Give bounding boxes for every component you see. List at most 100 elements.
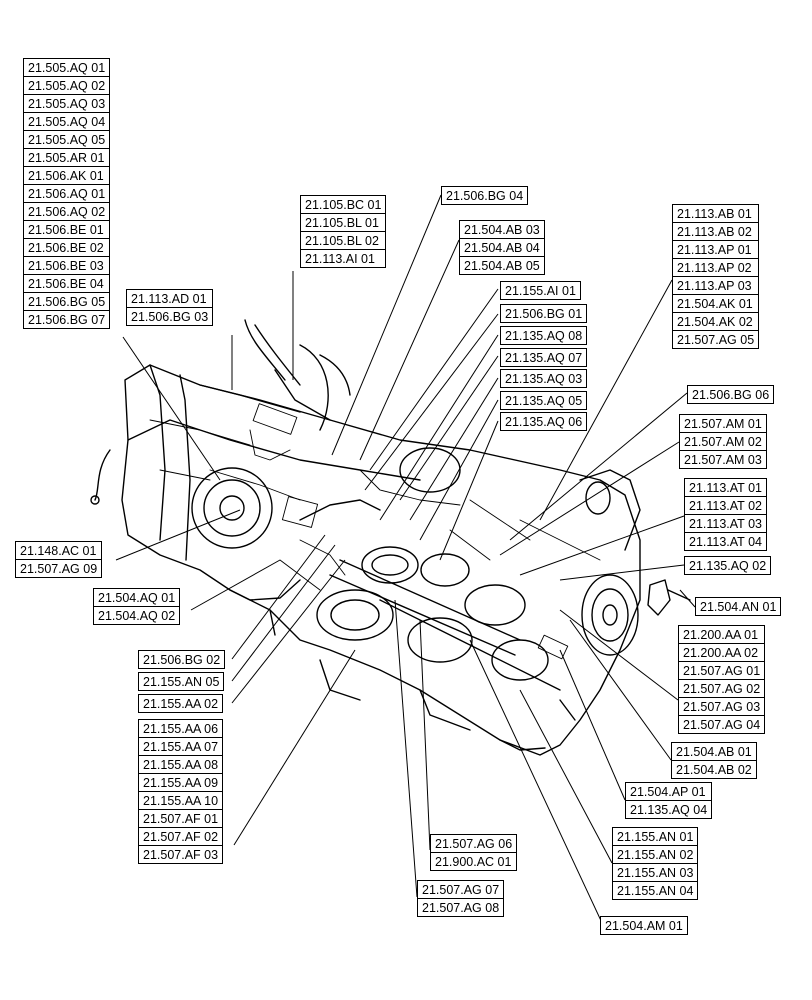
part-number-label: 21.506.AK 01 bbox=[23, 166, 111, 185]
part-number-label: 21.507.AG 06 bbox=[430, 834, 518, 853]
part-number-label: 21.504.AB 05 bbox=[459, 256, 545, 275]
part-number-label: 21.506.BG 03 bbox=[126, 307, 214, 326]
callout-group-12: 21.135.AQ 06 bbox=[500, 412, 588, 431]
callout-group-9: 21.135.AQ 07 bbox=[500, 348, 588, 367]
part-number-label: 21.135.AQ 02 bbox=[684, 556, 772, 575]
part-number-label: 21.155.AN 01 bbox=[612, 827, 699, 846]
part-number-label: 21.507.AG 02 bbox=[678, 679, 766, 698]
callout-group-10: 21.135.AQ 03 bbox=[500, 369, 588, 388]
part-number-label: 21.505.AQ 01 bbox=[23, 58, 111, 77]
callout-group-17: 21.135.AQ 02 bbox=[684, 556, 772, 575]
part-number-label: 21.507.AG 04 bbox=[678, 715, 766, 734]
part-number-label: 21.113.AB 01 bbox=[672, 204, 760, 223]
part-number-label: 21.155.AN 02 bbox=[612, 845, 699, 864]
part-number-label: 21.113.AP 02 bbox=[672, 258, 760, 277]
part-number-label: 21.506.AQ 01 bbox=[23, 184, 111, 203]
callout-group-4: 21.506.BG 04 bbox=[441, 186, 529, 205]
part-number-label: 21.507.AF 03 bbox=[138, 845, 224, 864]
part-number-label: 21.135.AQ 07 bbox=[500, 348, 588, 367]
part-number-label: 21.507.AG 03 bbox=[678, 697, 766, 716]
part-number-label: 21.506.BE 04 bbox=[23, 274, 111, 293]
part-number-label: 21.505.AR 01 bbox=[23, 148, 111, 167]
part-number-label: 21.504.AB 01 bbox=[671, 742, 757, 761]
part-number-label: 21.507.AG 07 bbox=[417, 880, 505, 899]
callout-group-8: 21.135.AQ 08 bbox=[500, 326, 588, 345]
part-number-label: 21.155.AA 02 bbox=[138, 694, 224, 713]
part-number-label: 21.113.AI 01 bbox=[300, 249, 387, 268]
part-number-label: 21.105.BC 01 bbox=[300, 195, 387, 214]
part-number-label: 21.507.AF 01 bbox=[138, 809, 224, 828]
callout-group-18: 21.504.AN 01 bbox=[695, 597, 782, 616]
part-number-label: 21.113.AP 01 bbox=[672, 240, 760, 259]
part-number-label: 21.113.AT 04 bbox=[684, 532, 767, 551]
part-number-label: 21.504.AQ 02 bbox=[93, 606, 181, 625]
part-number-label: 21.504.AB 02 bbox=[671, 760, 757, 779]
part-number-label: 21.506.BG 02 bbox=[138, 650, 226, 669]
part-number-label: 21.505.AQ 02 bbox=[23, 76, 111, 95]
part-number-label: 21.148.AC 01 bbox=[15, 541, 103, 560]
part-number-label: 21.155.AN 03 bbox=[612, 863, 699, 882]
part-number-label: 21.155.AN 04 bbox=[612, 881, 699, 900]
part-number-label: 21.506.BG 06 bbox=[687, 385, 775, 404]
callout-group-6: 21.155.AI 01 bbox=[500, 281, 581, 300]
callout-group-7: 21.506.BG 01 bbox=[500, 304, 588, 323]
part-number-label: 21.135.AQ 03 bbox=[500, 369, 588, 388]
part-number-label: 21.155.AI 01 bbox=[500, 281, 581, 300]
part-number-label: 21.200.AA 01 bbox=[678, 625, 766, 644]
callout-group-29: 21.506.BG 02 bbox=[138, 650, 226, 669]
part-number-label: 21.506.BG 07 bbox=[23, 310, 111, 329]
part-number-label: 21.135.AQ 08 bbox=[500, 326, 588, 345]
part-number-label: 21.507.AM 01 bbox=[679, 414, 767, 433]
callout-group-14: 21.506.BG 06 bbox=[687, 385, 775, 404]
part-number-label: 21.105.BL 01 bbox=[300, 213, 387, 232]
part-number-label: 21.113.AT 02 bbox=[684, 496, 767, 515]
part-number-label: 21.155.AA 06 bbox=[138, 719, 224, 738]
callout-group-23: 21.504.AM 01 bbox=[600, 916, 688, 935]
part-number-label: 21.506.BE 01 bbox=[23, 220, 111, 239]
part-number-label: 21.504.AB 03 bbox=[459, 220, 545, 239]
part-number-label: 21.113.AD 01 bbox=[126, 289, 214, 308]
part-number-label: 21.200.AA 02 bbox=[678, 643, 766, 662]
part-number-label: 21.505.AQ 05 bbox=[23, 130, 111, 149]
part-number-label: 21.506.BE 03 bbox=[23, 256, 111, 275]
part-number-label: 21.113.AB 02 bbox=[672, 222, 760, 241]
part-number-label: 21.504.AK 02 bbox=[672, 312, 760, 331]
part-number-label: 21.155.AA 10 bbox=[138, 791, 224, 810]
part-number-label: 21.105.BL 02 bbox=[300, 231, 387, 250]
part-number-label: 21.155.AN 05 bbox=[138, 672, 225, 691]
part-number-label: 21.507.AG 08 bbox=[417, 898, 505, 917]
part-number-label: 21.507.AM 02 bbox=[679, 432, 767, 451]
part-number-label: 21.900.AC 01 bbox=[430, 852, 518, 871]
part-number-label: 21.155.AA 08 bbox=[138, 755, 224, 774]
part-number-label: 21.505.AQ 04 bbox=[23, 112, 111, 131]
part-number-label: 21.504.AB 04 bbox=[459, 238, 545, 257]
part-number-label: 21.113.AT 03 bbox=[684, 514, 767, 533]
callout-group-11: 21.135.AQ 05 bbox=[500, 391, 588, 410]
part-number-label: 21.507.AF 02 bbox=[138, 827, 224, 846]
callout-group-27: 21.155.AA 02 bbox=[138, 694, 224, 713]
part-number-label: 21.135.AQ 05 bbox=[500, 391, 588, 410]
part-number-label: 21.135.AQ 04 bbox=[625, 800, 713, 819]
part-number-label: 21.504.AK 01 bbox=[672, 294, 760, 313]
part-number-label: 21.506.BG 01 bbox=[500, 304, 588, 323]
part-number-label: 21.505.AQ 03 bbox=[23, 94, 111, 113]
part-number-label: 21.155.AA 07 bbox=[138, 737, 224, 756]
part-number-label: 21.504.AN 01 bbox=[695, 597, 782, 616]
part-number-label: 21.507.AG 05 bbox=[672, 330, 760, 349]
